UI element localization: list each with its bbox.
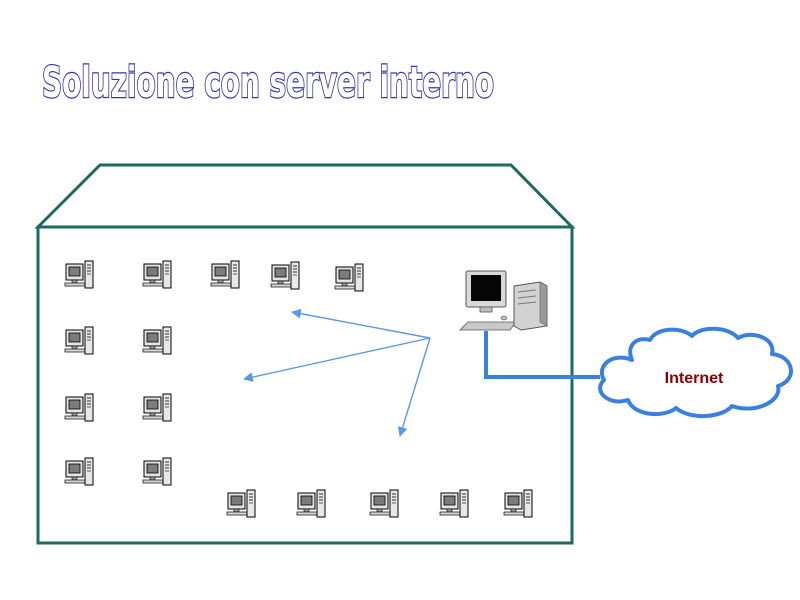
workstation-icon — [64, 326, 94, 355]
workstation-icon — [64, 260, 94, 289]
workstation-icon — [270, 261, 300, 290]
building-outline — [34, 163, 576, 545]
building-roof — [34, 163, 576, 229]
workstation-icon — [142, 326, 172, 355]
page-title: Soluzione con server interno — [42, 58, 494, 108]
cloud-label: Internet — [665, 370, 724, 387]
building-body — [36, 225, 574, 545]
workstation-icon — [503, 489, 533, 518]
workstation-icon — [334, 263, 364, 292]
workstation-icon — [142, 393, 172, 422]
workstation-icon — [296, 489, 326, 518]
workstation-icon — [64, 393, 94, 422]
workstation-icon — [439, 489, 469, 518]
workstation-icon — [226, 489, 256, 518]
server-computer-icon — [459, 270, 548, 331]
workstation-icon — [369, 489, 399, 518]
cloud-icon: Internet — [598, 326, 793, 419]
server-broadcast-arrows — [243, 308, 431, 437]
workstation-icon — [210, 260, 240, 289]
workstation-icon — [64, 457, 94, 486]
client-workstations — [64, 260, 533, 518]
arrow — [397, 337, 431, 437]
workstation-icon — [142, 260, 172, 289]
workstation-icon — [142, 457, 172, 486]
arrow — [243, 337, 431, 382]
arrow — [291, 308, 431, 339]
internet-link-line — [484, 331, 600, 379]
